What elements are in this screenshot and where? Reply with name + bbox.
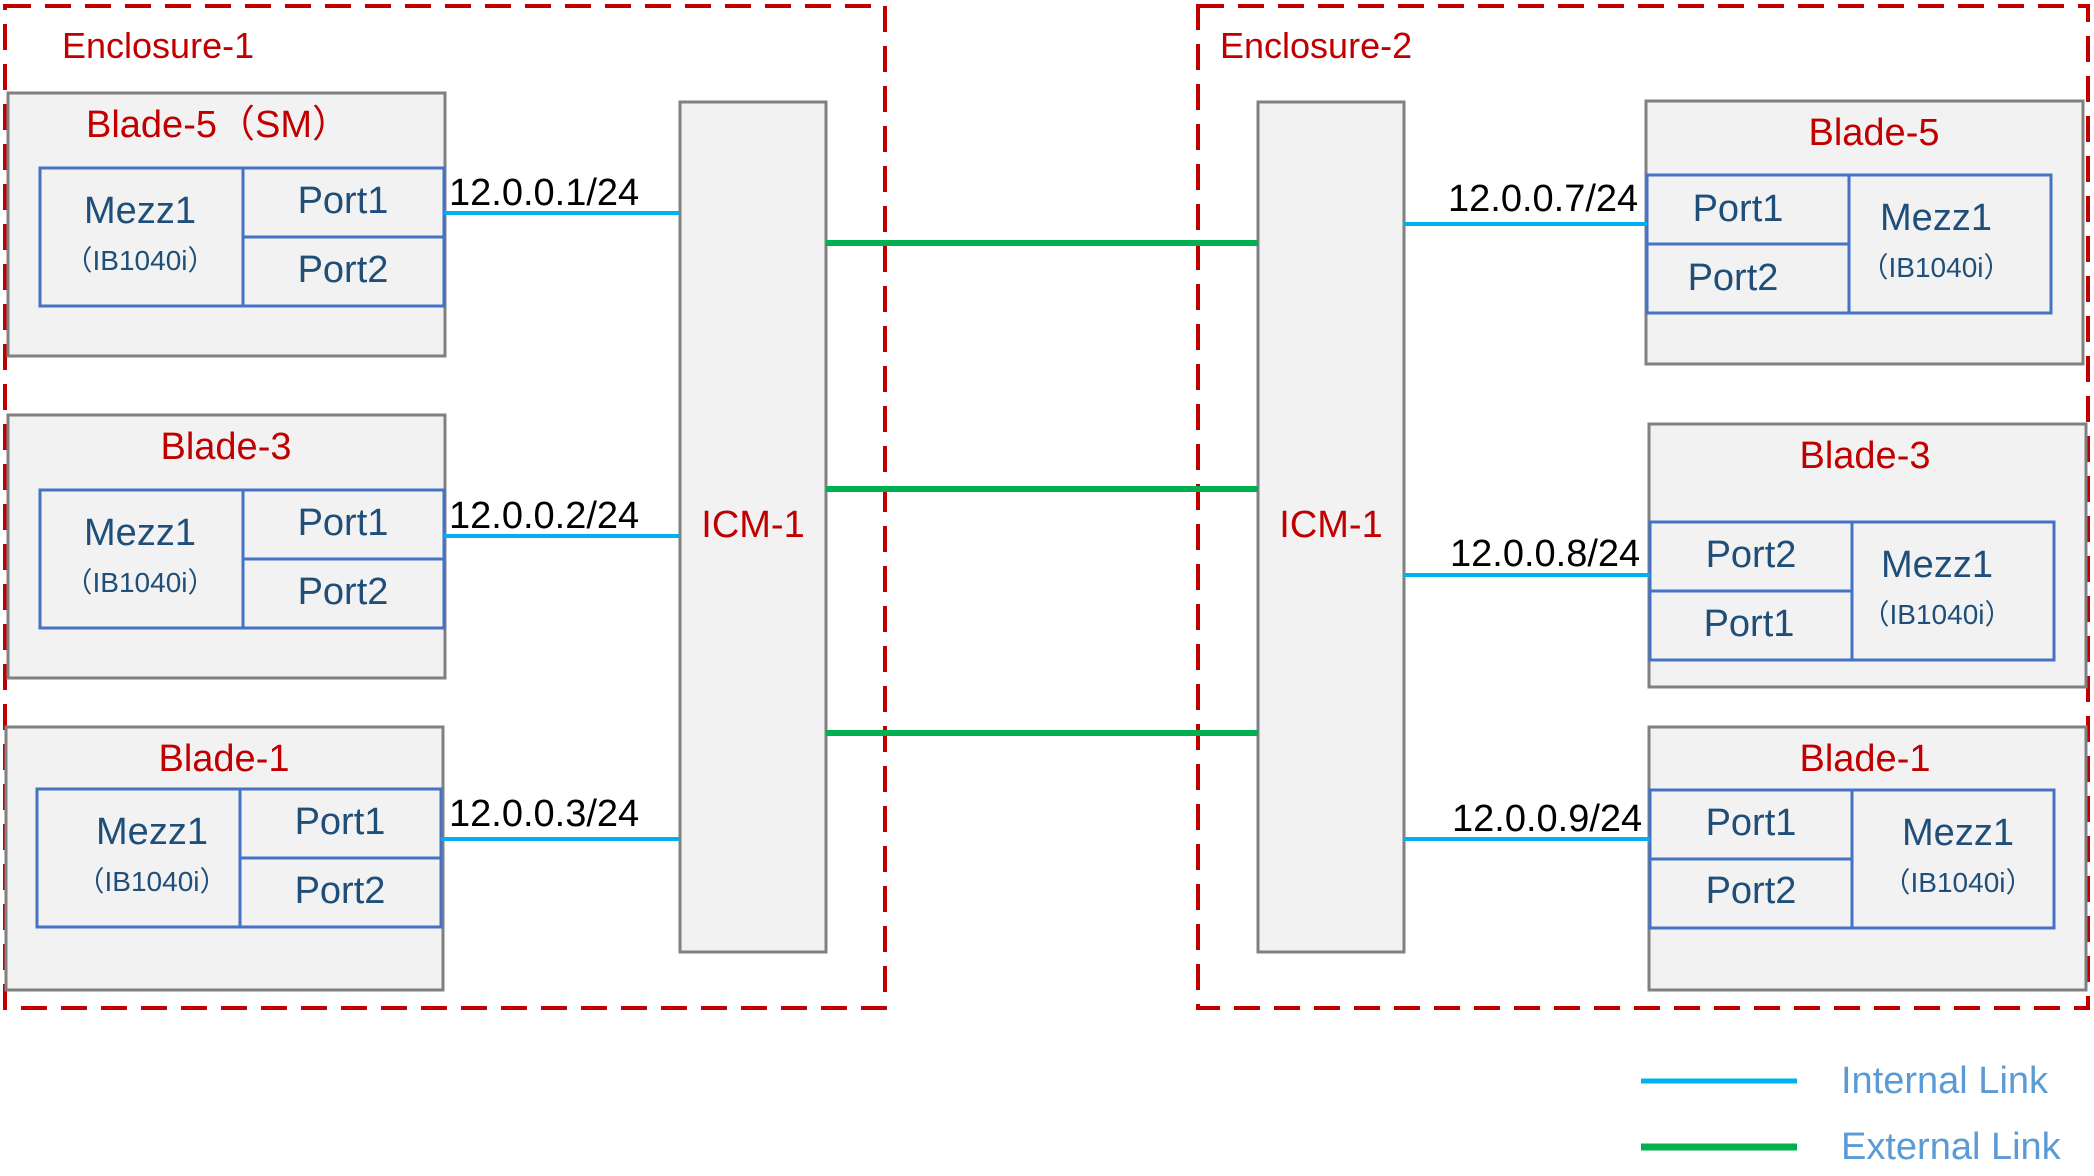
port-top: Port1 [1706, 802, 1797, 844]
port-bottom: Port2 [298, 571, 389, 613]
mezz-label: Mezz1 [1881, 544, 1993, 586]
mezz-label: Mezz1 [84, 190, 196, 232]
enclosure-2-border [1196, 4, 2090, 1010]
icm-1-enclosure-1 [678, 100, 828, 954]
mezz-model: （IB1040i） [1862, 599, 2013, 630]
mezz-model: （IB1040i） [65, 245, 216, 276]
mezz-model: （IB1040i） [1883, 867, 2034, 898]
e2-blade-1: Blade-1 Port1 Port2 Mezz1 （IB1040i） [1647, 725, 2088, 992]
blade-title: Blade-1 [159, 738, 290, 780]
legend-internal-label: Internal Link [1841, 1060, 2049, 1102]
port-top: Port1 [295, 801, 386, 843]
icm-1-enclosure-1-label: ICM-1 [701, 504, 804, 546]
blade-title: Blade-1 [1800, 738, 1931, 780]
e1-blade-1: Blade-1 Mezz1 （IB1040i） Port1 Port2 [4, 725, 445, 992]
blade-title: Blade-5（SM） [86, 104, 350, 146]
port-top: Port2 [1706, 534, 1797, 576]
mezz-model: （IB1040i） [65, 567, 216, 598]
enclosure-1-border [3, 4, 887, 1010]
e2-blade-3: Blade-3 Port2 Port1 Mezz1 （IB1040i） [1647, 422, 2088, 689]
legend-external-label: External Link [1841, 1126, 2062, 1168]
port-top: Port1 [298, 502, 389, 544]
e2-blade-5: Blade-5 Port1 Port2 Mezz1 （IB1040i） [1644, 99, 2085, 366]
port-bottom: Port2 [298, 249, 389, 291]
enclosure-1-label: Enclosure-1 [62, 25, 254, 66]
mezz-label: Mezz1 [84, 512, 196, 554]
blade-title: Blade-3 [1800, 435, 1931, 477]
ip-e1-b5: 12.0.0.1/24 [449, 172, 639, 214]
port-bottom: Port2 [1688, 257, 1779, 299]
port-top: Port1 [298, 180, 389, 222]
ip-e2-b3: 12.0.0.8/24 [1450, 533, 1640, 575]
blade-title: Blade-5 [1809, 112, 1940, 154]
legend: Internal Link External Link [1641, 1060, 2062, 1168]
blade-title: Blade-3 [161, 426, 292, 468]
mezz-model: （IB1040i） [1861, 252, 2012, 283]
mezz-model: （IB1040i） [77, 866, 228, 897]
e1-blade-3: Blade-3 Mezz1 （IB1040i） Port1 Port2 [6, 413, 447, 680]
mezz-label: Mezz1 [96, 811, 208, 853]
ip-e1-b1: 12.0.0.3/24 [449, 793, 639, 835]
icm-1-enclosure-2-label: ICM-1 [1279, 504, 1382, 546]
ip-e2-b1: 12.0.0.9/24 [1452, 798, 1642, 840]
icm-1-enclosure-2 [1256, 100, 1406, 954]
e1-blade-5: Blade-5（SM） Mezz1 （IB1040i） Port1 Port2 [6, 91, 447, 358]
port-bottom: Port2 [295, 870, 386, 912]
mezz-label: Mezz1 [1880, 197, 1992, 239]
enclosure-2-label: Enclosure-2 [1220, 25, 1412, 66]
port-bottom: Port2 [1706, 870, 1797, 912]
ip-e1-b3: 12.0.0.2/24 [449, 495, 639, 537]
ip-e2-b5: 12.0.0.7/24 [1448, 178, 1638, 220]
port-top: Port1 [1693, 188, 1784, 230]
mezz-label: Mezz1 [1902, 812, 2014, 854]
port-bottom: Port1 [1704, 603, 1795, 645]
